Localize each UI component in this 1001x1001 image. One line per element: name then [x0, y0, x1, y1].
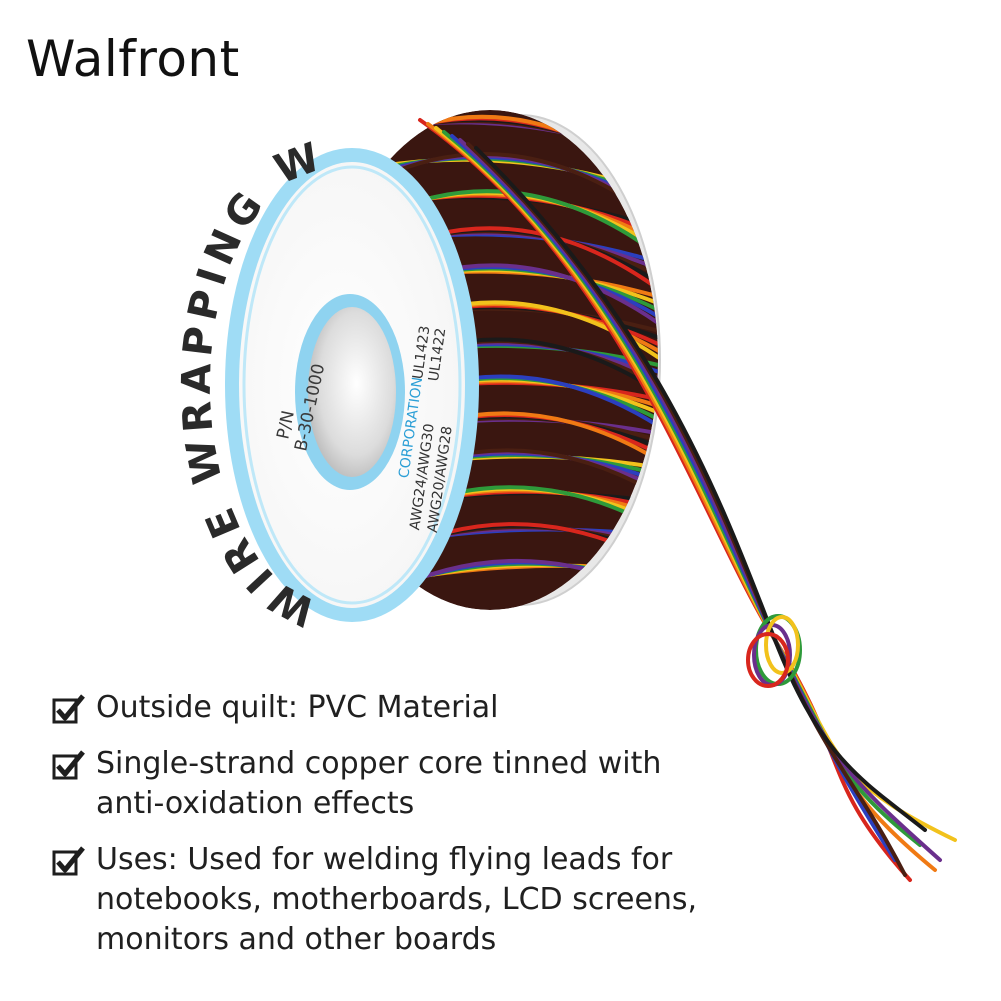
loose-wire-bundle [418, 118, 957, 882]
feature-text: Single-strand copper core tinned with an… [96, 746, 662, 821]
brand-logo: Walfront [26, 30, 240, 88]
wire-knot [746, 614, 802, 688]
checkbox-check-icon [52, 846, 85, 876]
feature-text: Outside quilt: PVC Material [96, 690, 499, 725]
feature-item: Uses: Used for welding flying leads for … [52, 840, 732, 960]
checkbox-check-icon [52, 750, 85, 780]
feature-list: Outside quilt: PVC Material Single-stran… [52, 688, 732, 976]
checkbox-check-icon [52, 694, 85, 724]
feature-item: Outside quilt: PVC Material [52, 688, 732, 728]
spool-label-ul1: UL1423 [410, 325, 433, 380]
spool-label-ul2: UL1422 [426, 327, 449, 382]
feature-text: Uses: Used for welding flying leads for … [96, 842, 698, 957]
loose-wire [474, 146, 927, 832]
feature-item: Single-strand copper core tinned with an… [52, 744, 732, 824]
spool-hub-hole [308, 307, 396, 477]
